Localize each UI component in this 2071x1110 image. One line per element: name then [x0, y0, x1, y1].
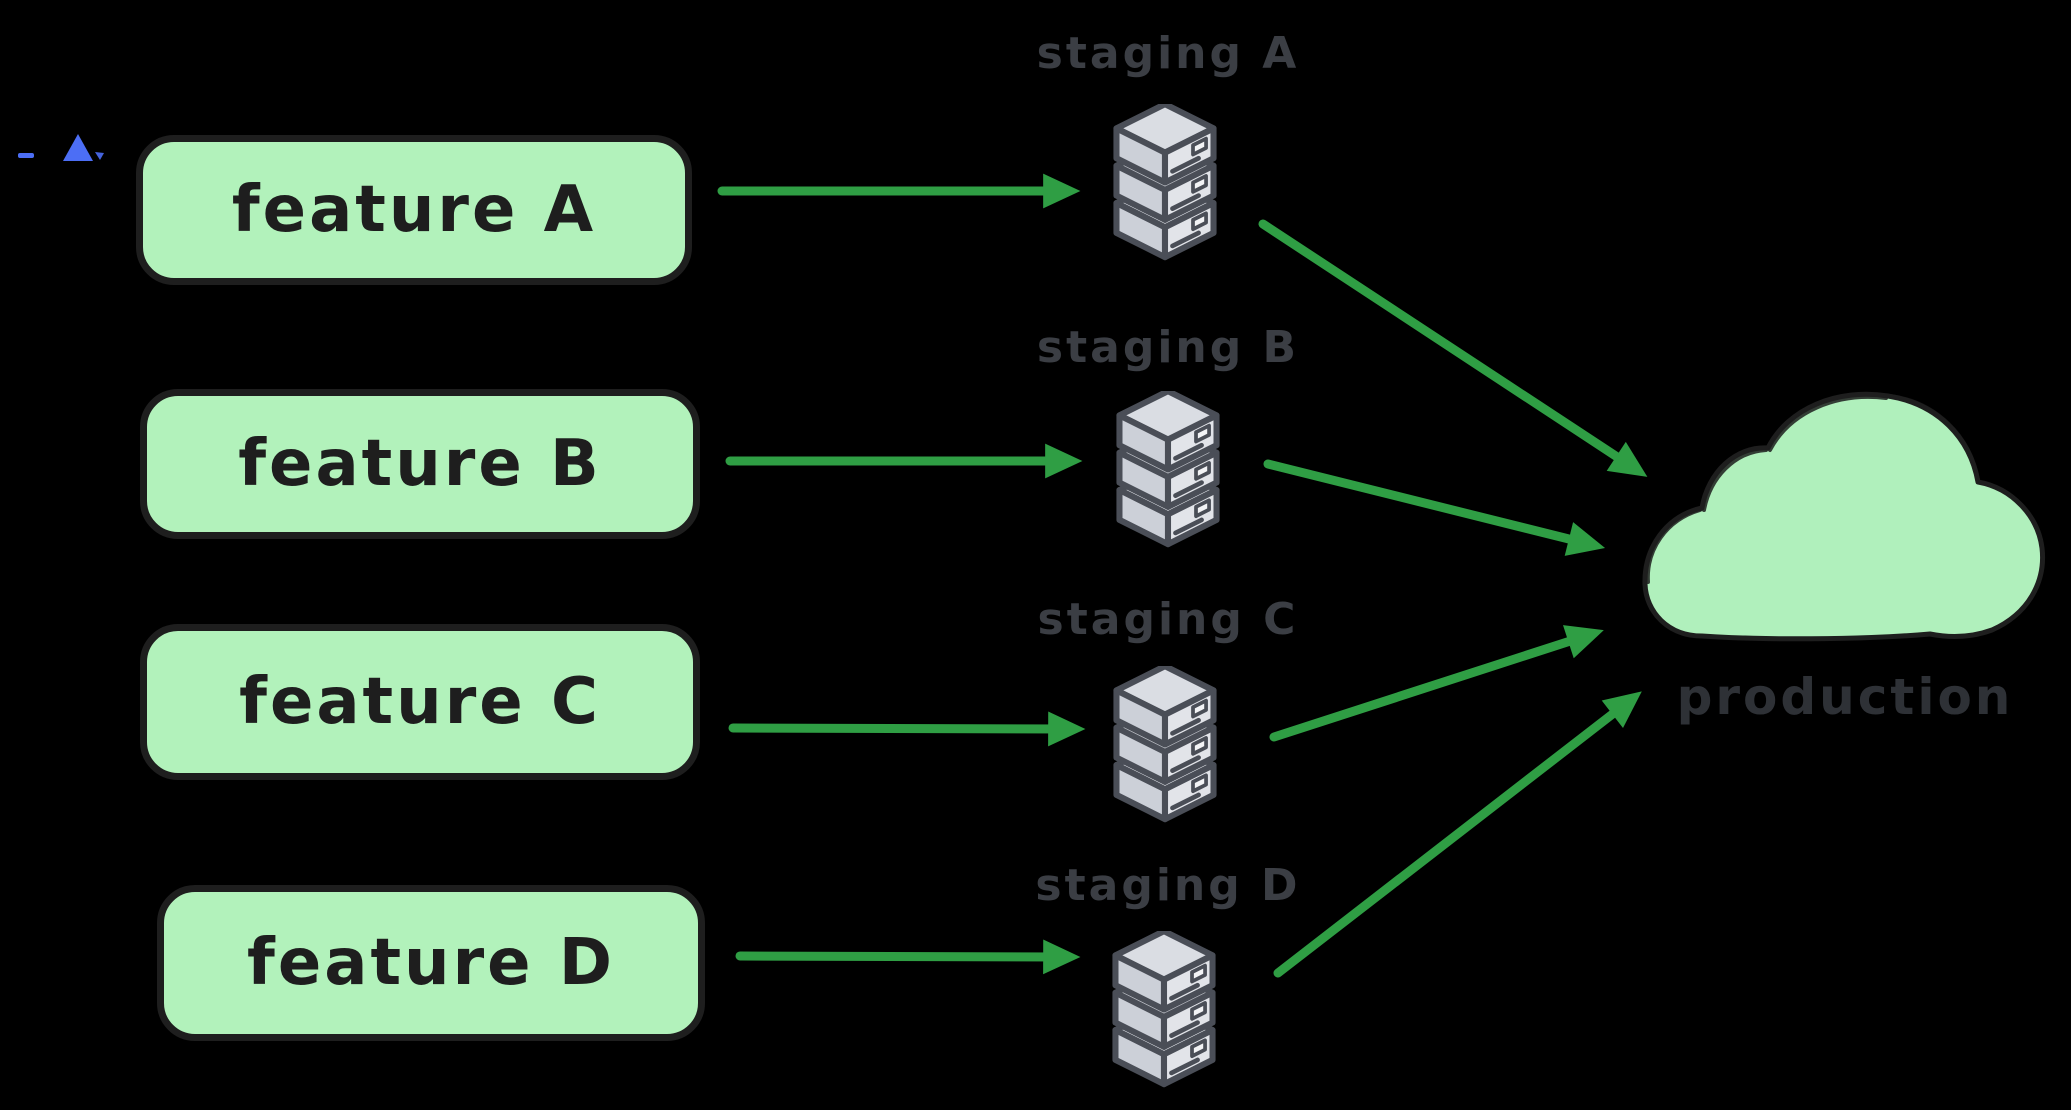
arrow-staging-d-to-production: [1273, 691, 1642, 978]
staging-c-label: staging C: [1037, 594, 1299, 645]
feature-d-box: feature D: [157, 885, 705, 1041]
arrow-feature-c-to-staging-c: [728, 711, 1086, 747]
server-stack-icon-staging-a: [1109, 104, 1221, 261]
staging-d-label: staging D: [1035, 860, 1301, 911]
staging-b-label: staging B: [1036, 322, 1300, 373]
blue-triangle-artifact: [18, 134, 104, 161]
arrow-staging-a-to-production: [1258, 219, 1648, 477]
server-stack-icon-staging-c: [1109, 666, 1221, 823]
server-stack-icon-staging-d: [1108, 931, 1220, 1088]
cloud-icon: [1642, 391, 2046, 642]
server-stack-icon-staging-b: [1112, 391, 1224, 548]
arrow-staging-b-to-production: [1263, 459, 1606, 556]
feature-a-box: feature A: [136, 135, 692, 285]
production-label: production: [1676, 668, 2014, 726]
feature-b-label: feature B: [238, 427, 602, 501]
arrow-feature-d-to-staging-d: [735, 939, 1081, 975]
feature-a-label: feature A: [231, 173, 597, 247]
feature-c-box: feature C: [140, 624, 700, 780]
staging-a-label: staging A: [1036, 28, 1300, 79]
arrow-staging-c-to-production: [1269, 625, 1604, 742]
feature-c-label: feature C: [239, 665, 601, 739]
feature-d-label: feature D: [247, 926, 615, 1000]
feature-b-box: feature B: [140, 389, 700, 539]
